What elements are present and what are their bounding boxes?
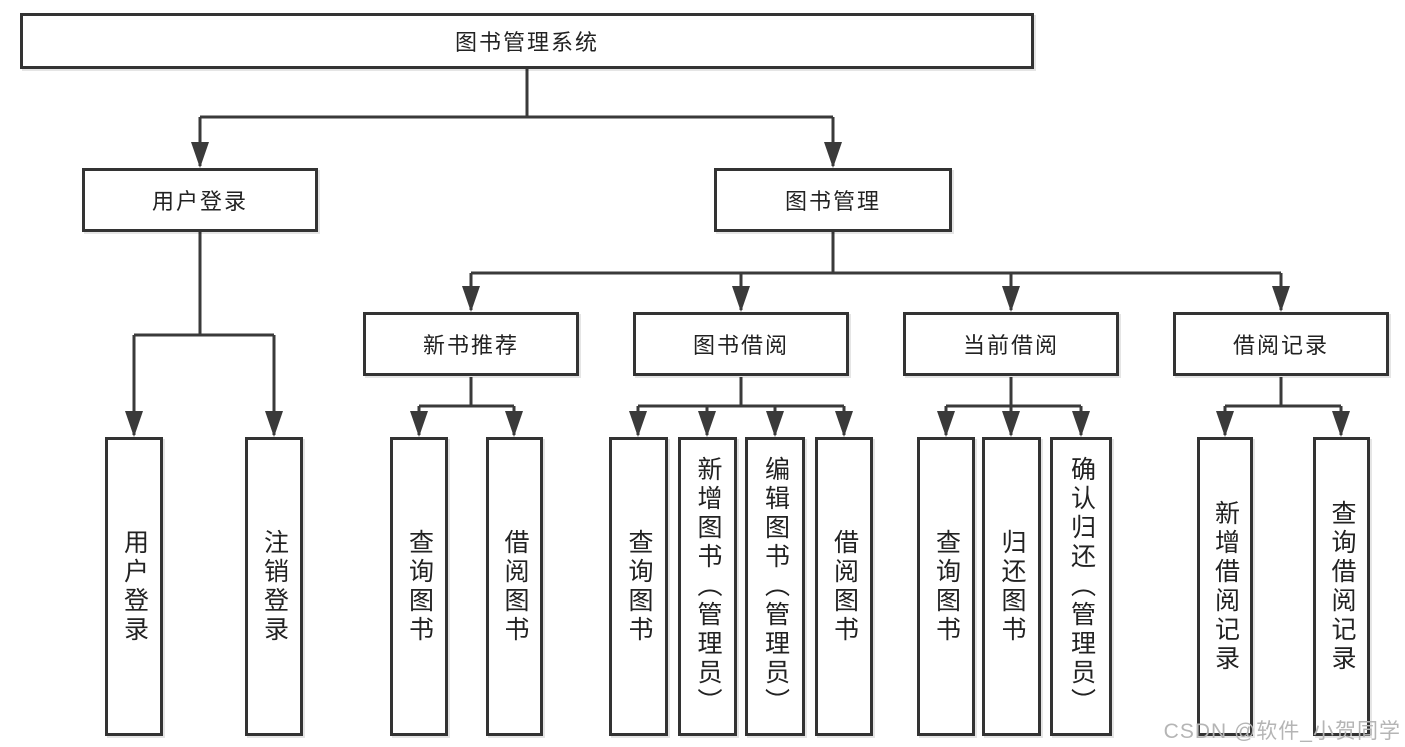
leaf-logout: 注销登录: [245, 437, 303, 736]
node-current-borrowing: 当前借阅: [903, 312, 1119, 376]
watermark: CSDN @软件_小贺同学: [1163, 720, 1401, 743]
node-label: 查询借阅记录: [1328, 499, 1356, 674]
leaf-current-query-book: 查询图书: [917, 437, 975, 736]
node-label: 新书推荐: [422, 333, 519, 358]
node-label: 查询图书: [625, 528, 653, 645]
node-label: 注销登录: [260, 528, 289, 645]
node-label: 编辑图书（管理员）: [761, 456, 790, 717]
node-label: 查询图书: [405, 528, 434, 645]
leaf-current-return-book: 归还图书: [982, 437, 1041, 736]
node-root-system: 图书管理系统: [20, 13, 1034, 69]
leaf-borrowing-borrow-book: 借阅图书: [815, 437, 873, 736]
node-book-management: 图书管理: [714, 168, 952, 232]
node-label: 用户登录: [151, 189, 248, 214]
node-borrowing-records: 借阅记录: [1173, 312, 1389, 376]
node-book-borrowing: 图书借阅: [633, 312, 849, 376]
node-label: 归还图书: [998, 528, 1026, 645]
node-label: 图书管理: [784, 189, 881, 214]
node-label: 新增借阅记录: [1211, 499, 1240, 674]
leaf-borrowing-query-book: 查询图书: [609, 437, 668, 736]
leaf-borrowing-add-book-admin: 新增图书（管理员）: [678, 437, 737, 736]
leaf-records-add-record: 新增借阅记录: [1197, 437, 1253, 736]
node-label: 借阅图书: [830, 528, 859, 645]
node-new-book-recommend: 新书推荐: [363, 312, 579, 376]
node-user-login: 用户登录: [82, 168, 318, 232]
leaf-newbook-query-book: 查询图书: [390, 437, 448, 736]
node-label: 图书管理系统: [454, 30, 599, 55]
node-label: 查询图书: [932, 528, 961, 645]
connector-lines: [132, 69, 1343, 435]
node-label: 借阅记录: [1232, 333, 1329, 358]
leaf-user-login: 用户登录: [105, 437, 163, 736]
node-label: 确认归还（管理员）: [1067, 456, 1096, 717]
node-label: 借阅图书: [501, 528, 529, 645]
leaf-current-confirm-return-admin: 确认归还（管理员）: [1050, 437, 1112, 736]
leaf-borrowing-edit-book-admin: 编辑图书（管理员）: [745, 437, 805, 736]
node-label: 图书借阅: [692, 333, 789, 358]
node-label: 用户登录: [120, 528, 149, 645]
node-label: 当前借阅: [962, 333, 1059, 358]
node-label: 新增图书（管理员）: [694, 456, 722, 717]
leaf-newbook-borrow-book: 借阅图书: [486, 437, 543, 736]
leaf-records-query-record: 查询借阅记录: [1313, 437, 1370, 736]
